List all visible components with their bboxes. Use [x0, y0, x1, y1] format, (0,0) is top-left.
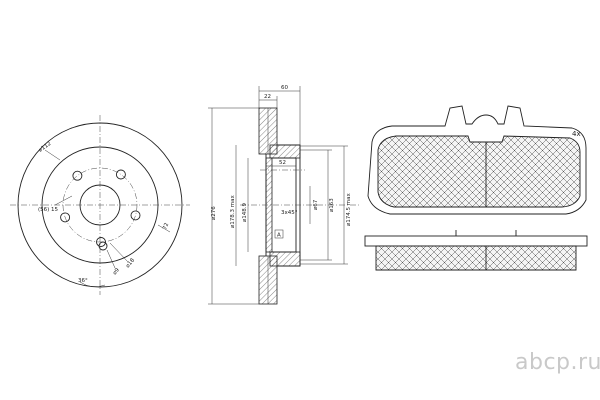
dim-hub-max: ⌀178.3 max	[230, 194, 236, 228]
dim-angle: 36°	[78, 278, 88, 284]
dim-bolt-circle: ⌀112	[38, 141, 53, 154]
bolt-hole	[115, 169, 126, 180]
leader-offset	[157, 224, 171, 233]
bolt-hole	[96, 237, 106, 247]
dim-friction-max: ⌀174.5 max	[346, 192, 352, 226]
locating-hole	[98, 241, 108, 251]
dim-depth: 52	[279, 160, 286, 166]
pad-backing-plate	[367, 105, 587, 215]
dim-offset: 72	[162, 222, 170, 231]
pad-side-friction	[375, 245, 577, 271]
angle-arc	[79, 281, 106, 288]
bolt-hole	[60, 212, 71, 223]
dim-outer-diameter: ⌀276	[211, 206, 217, 220]
datum-a-box	[274, 229, 284, 239]
disc-section-view: A 60 22 ⌀276 ⌀178.3 max ⌀148.9 52 3x45° …	[208, 85, 360, 305]
leader-hole-large	[109, 242, 129, 263]
brake-pads: 4x	[364, 105, 588, 271]
dim-center-bore: ⌀67	[313, 199, 319, 210]
dim-hole-large: ⌀18	[125, 257, 137, 269]
dim-pilot: (56) 15	[38, 207, 59, 213]
leader-pilot	[54, 195, 73, 206]
pad-friction-material	[377, 135, 581, 208]
pad-side-backing	[364, 235, 588, 247]
dim-chamfer: 3x45°	[281, 210, 298, 216]
hub-web-top	[269, 144, 301, 159]
leader-hole-small	[106, 249, 116, 269]
hub-web-bottom	[269, 251, 301, 267]
leader-bolt-circle	[44, 149, 61, 161]
bolt-hole	[72, 170, 83, 181]
pad-quantity-label: 4x	[572, 130, 581, 138]
disc-front-view: ⌀112 (56) 15 72 36° ⌀9 ⌀18	[10, 115, 190, 295]
bolt-holes	[60, 169, 141, 247]
dim-thickness: 22	[264, 94, 271, 100]
dim-total-width: 60	[281, 85, 288, 91]
datum-a-label: A	[277, 233, 281, 239]
bolt-hole	[130, 210, 141, 221]
watermark: abcp.ru	[515, 350, 600, 375]
dim-inner: ⌀163	[329, 198, 335, 212]
dim-hole-small: ⌀9	[112, 267, 121, 276]
dim-hub: ⌀148.9	[242, 202, 248, 222]
